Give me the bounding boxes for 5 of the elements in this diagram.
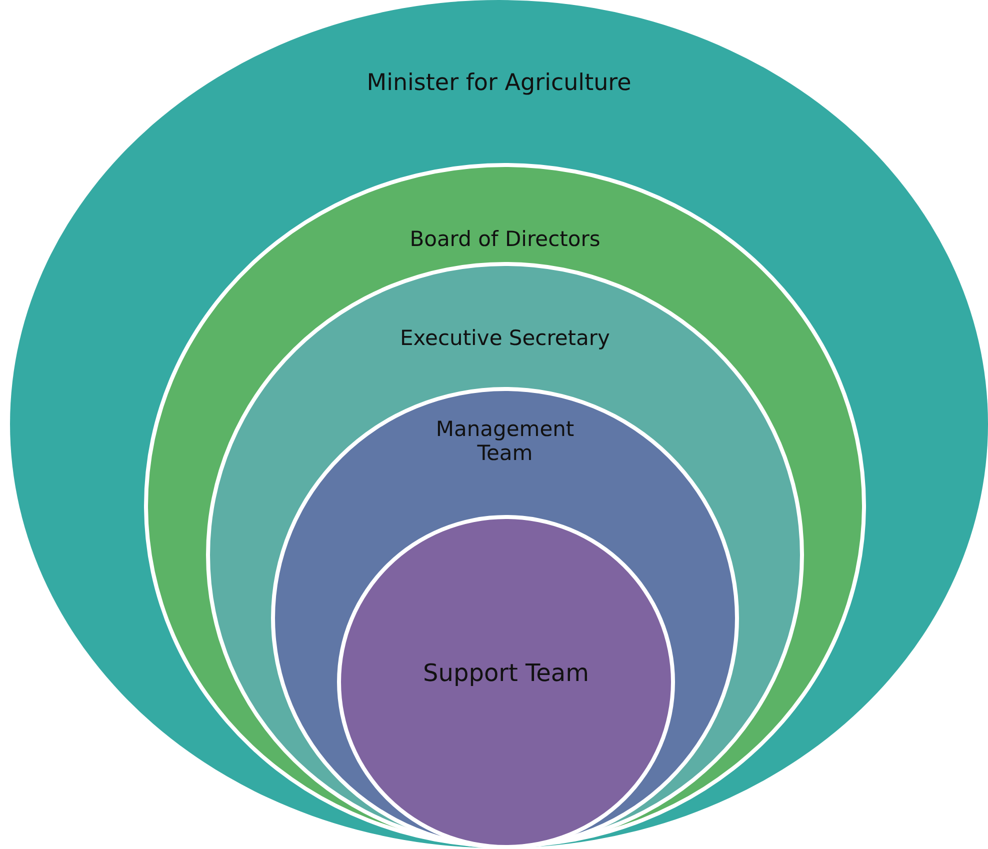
node-label: Management Team <box>434 417 576 465</box>
node-label: Minister for Agriculture <box>366 70 632 96</box>
node-label: Support Team <box>423 659 589 687</box>
node-label: Executive Secretary <box>400 326 610 350</box>
node-label: Board of Directors <box>410 227 600 251</box>
